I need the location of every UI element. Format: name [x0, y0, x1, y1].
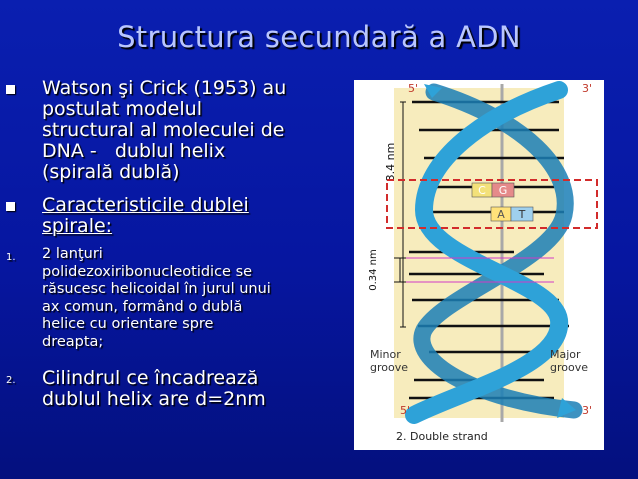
bullet-line: Caracteristicile dublei	[42, 194, 249, 216]
major-groove-label-2: groove	[550, 361, 588, 374]
strand-end-3prime-bottom: 3'	[582, 404, 592, 417]
item-line: dreapta;	[42, 333, 104, 350]
item-line: Cilindrul ce încadrează	[42, 367, 259, 389]
pitch-bracket	[400, 101, 406, 328]
item-line: polidezoxiribonucleotidice se	[42, 263, 253, 280]
item-line: dublul helix are d=2nm	[42, 388, 266, 410]
base-a-label: A	[497, 208, 505, 221]
dna-helix-illustration: 3.4 nm 0.34 nm C G A T 5' 3' 5' 3' Minor…	[368, 81, 598, 443]
rise-bracket	[394, 257, 406, 283]
base-pair-highlight-box	[386, 179, 598, 229]
dna-double-helix-figure: 3.4 nm 0.34 nm C G A T 5' 3' 5' 3' Minor…	[354, 80, 604, 450]
bullet-line: postulat modelul	[42, 98, 202, 120]
base-g-label: G	[499, 184, 508, 197]
bullet-line: (spirală dublă)	[42, 161, 180, 183]
bullet-line: Watson şi Crick (1953) au	[42, 77, 287, 99]
base-c-label: C	[478, 184, 486, 197]
rise-label: 0.34 nm	[368, 249, 379, 291]
slide-title: Structura secundară a ADN	[117, 20, 521, 54]
bullet-line: structural al moleculei de	[42, 119, 285, 141]
square-bullet-icon	[6, 195, 15, 215]
square-bullet-icon	[6, 78, 15, 98]
item-number: 2.	[6, 375, 16, 386]
pitch-label: 3.4 nm	[384, 143, 397, 182]
base-t-tile	[510, 206, 534, 222]
major-groove-label: Major	[550, 348, 581, 361]
front-strand	[405, 81, 569, 424]
strand-end-5prime-bottom: 5'	[400, 404, 410, 417]
base-t-label: T	[518, 208, 526, 221]
strand-arrow-icon	[424, 84, 442, 98]
bullet-line: spirale:	[42, 215, 113, 237]
bullet-line: DNA - dublul helix	[42, 140, 226, 162]
item-line: helice cu orientare spre	[42, 316, 214, 332]
minor-groove-label: Minor	[370, 348, 401, 361]
minor-groove-label-2: groove	[370, 361, 408, 374]
strand-end-3prime-top: 3'	[582, 82, 592, 95]
item-line: ax comun, formând o dublă	[42, 298, 243, 315]
figure-caption: 2. Double strand	[396, 430, 488, 443]
item-number: 1.	[6, 252, 16, 263]
item-line: răsucesc helicoidal în jurul unui	[42, 281, 271, 297]
strand-arrow-icon	[557, 398, 576, 418]
item-line: 2 lanţuri	[42, 246, 103, 262]
strand-end-5prime-top: 5'	[408, 82, 418, 95]
base-g-tile	[491, 182, 515, 198]
